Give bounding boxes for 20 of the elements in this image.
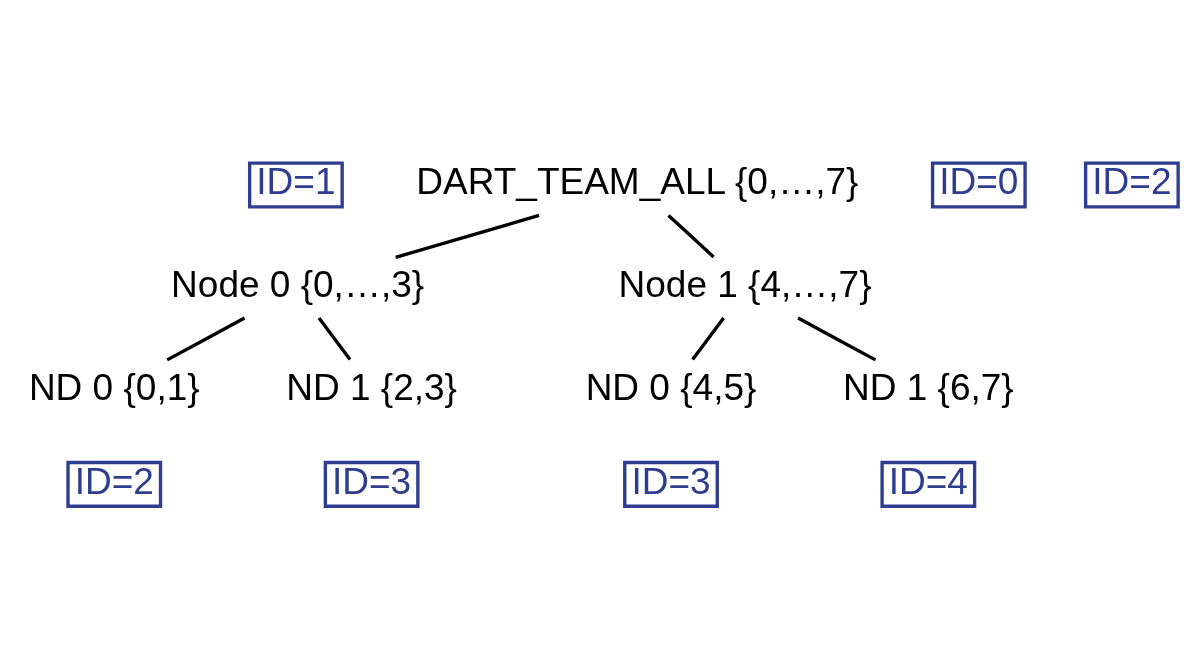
node-text: Node 1 {4,…,7} xyxy=(618,264,872,306)
node-box: ID=3 xyxy=(623,460,719,508)
node-box: ID=0 xyxy=(930,161,1027,209)
node-box: ID=2 xyxy=(1083,161,1180,209)
connector xyxy=(317,317,352,361)
connector xyxy=(667,214,715,259)
node-text: ND 0 {4,5} xyxy=(585,366,757,408)
connector xyxy=(691,317,725,361)
node-text: ND 1 {6,7} xyxy=(842,366,1014,408)
node-box: ID=2 xyxy=(66,460,163,508)
node-text: Node 0 {0,…,3} xyxy=(171,264,425,306)
connector xyxy=(166,316,246,362)
node-box: ID=3 xyxy=(323,460,420,508)
node-box: ID=1 xyxy=(248,161,344,209)
connector xyxy=(395,213,540,259)
node-text: DART_TEAM_ALL {0,…,7} xyxy=(416,161,859,203)
node-text: ND 1 {2,3} xyxy=(286,366,457,408)
node-box: ID=4 xyxy=(880,460,977,508)
node-text: ND 0 {0,1} xyxy=(28,366,200,408)
connector xyxy=(797,316,877,362)
